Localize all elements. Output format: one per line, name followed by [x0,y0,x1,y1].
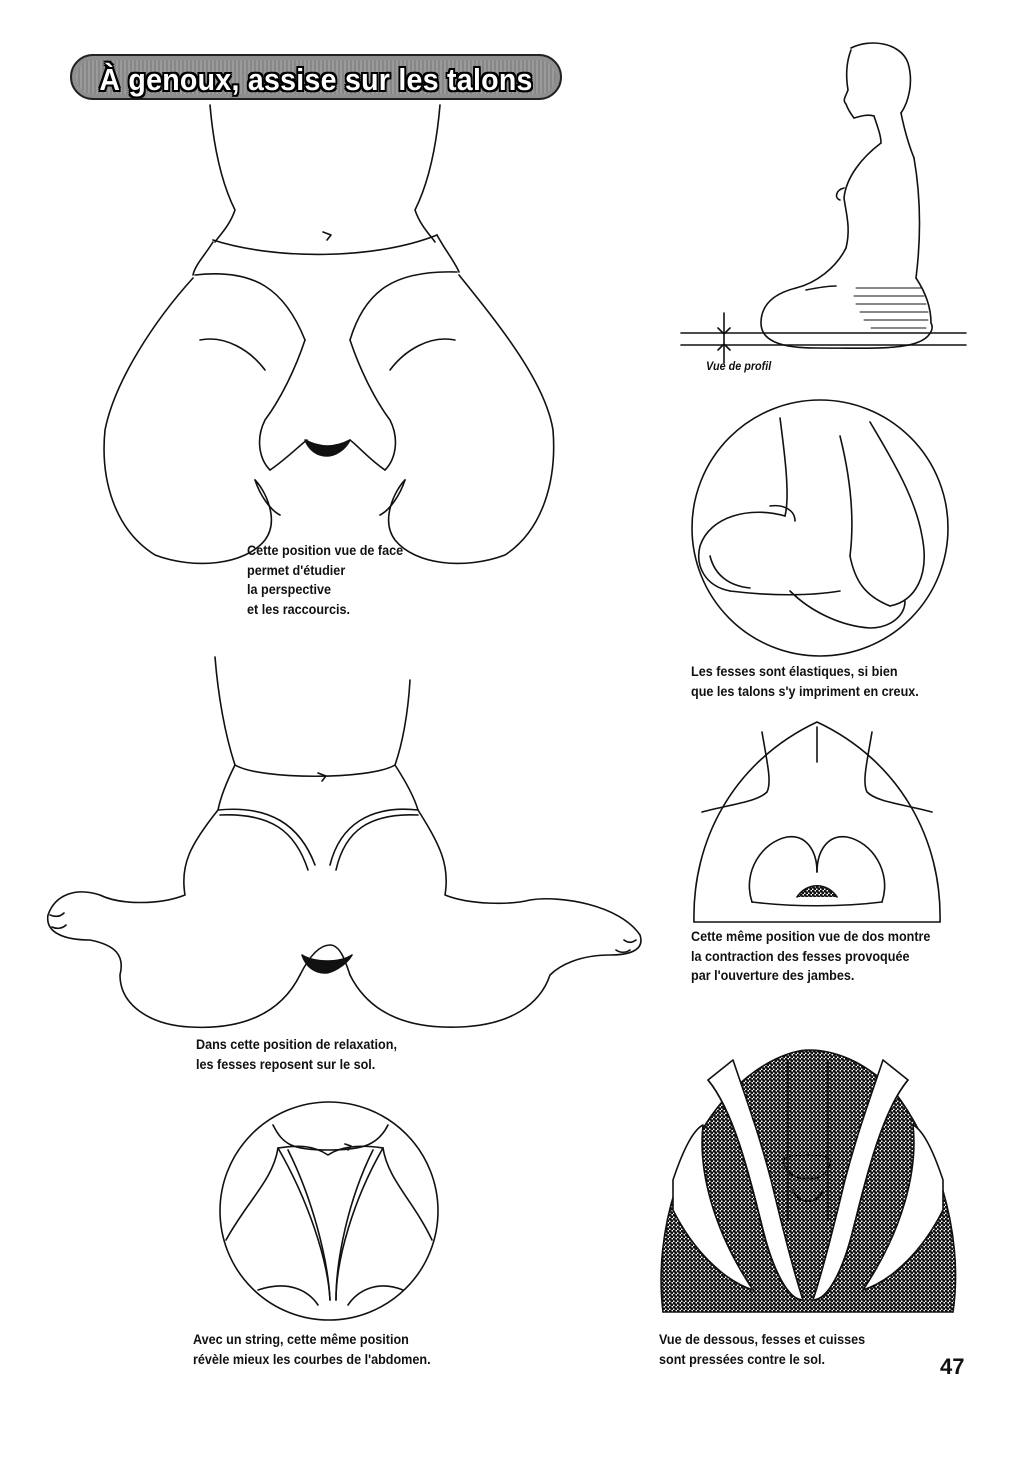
back-view-caption: Cette même position vue de dos montre la… [691,928,931,983]
relaxation-caption: Dans cette position de relaxation, les f… [196,1036,397,1072]
front-view-caption: Cette position vue de face permet d'étud… [247,542,404,617]
string-closeup-illustration [219,1101,439,1321]
string-caption: Avec un string, cette même position révè… [193,1331,431,1367]
below-view-closeup-illustration [660,1049,957,1313]
relaxed-sitting-illustration [47,656,642,1029]
title-banner: À genoux, assise sur les talons [70,54,562,100]
page-title: À genoux, assise sur les talons [99,62,533,97]
below-view-caption: Vue de dessous, fesses et cuisses sont p… [659,1331,866,1367]
back-view-closeup-illustration [693,721,941,923]
profile-view-label: Vue de profil [706,359,772,373]
heels-closeup-illustration [691,399,949,657]
kneeling-front-illustration [103,104,555,565]
page-number: 47 [940,1354,965,1379]
kneeling-profile-illustration [680,42,967,364]
heels-caption: Les fesses sont élastiques, si bien que … [691,663,919,699]
